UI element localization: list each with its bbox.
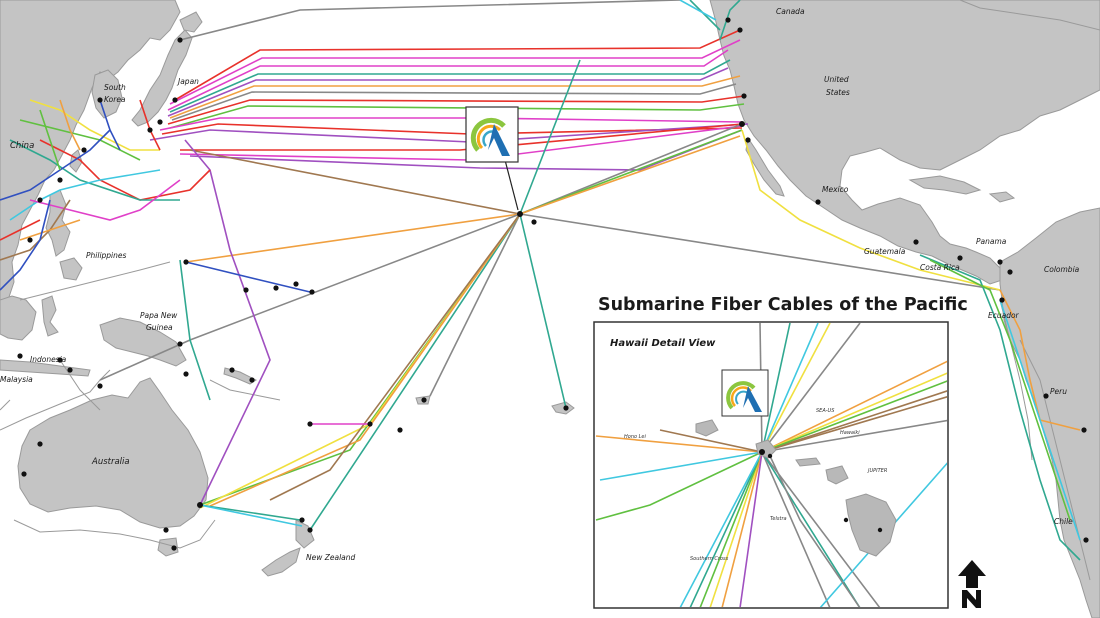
label-canada: Canada <box>776 7 805 16</box>
greenland-edge <box>959 0 1100 31</box>
country-labels: Canada United States Mexico Guatemala Co… <box>0 7 1080 562</box>
label-united: United <box>824 75 849 84</box>
label-japan: Japan <box>176 77 199 86</box>
cuba <box>908 175 982 195</box>
label-papa-new: Papa New <box>140 311 178 320</box>
hawaii-main <box>551 401 575 415</box>
north-america <box>709 0 1100 285</box>
inset-island-molokai <box>795 457 821 467</box>
map-title: Submarine Fiber Cables of the Pacific <box>598 295 968 315</box>
taiwan <box>69 149 83 173</box>
logo-callout <box>465 106 519 211</box>
asia-mainland <box>0 0 181 305</box>
hispaniola <box>988 191 1016 203</box>
label-new-zealand: New Zealand <box>306 553 356 562</box>
label-indonesia: Indonesia <box>30 355 67 364</box>
inset-title: Hawaii Detail View <box>610 338 716 349</box>
landing-stations <box>17 17 1089 551</box>
inset-island-kauai <box>695 419 719 437</box>
philippines <box>45 189 71 257</box>
svg-text:Southern Cross: Southern Cross <box>690 556 729 562</box>
label-chile: Chile <box>1054 517 1073 526</box>
eez-boundaries <box>0 261 1091 581</box>
label-south: South <box>104 83 126 92</box>
label-guinea: Guinea <box>146 323 173 332</box>
new-zealand-south <box>261 547 301 577</box>
label-australia: Australia <box>91 457 130 467</box>
papua-new-guinea <box>99 317 187 367</box>
hawaii-inset: Hono Lei SEA-US Hawaiki JUPITER Southern… <box>593 321 949 609</box>
label-guatemala: Guatemala <box>864 247 906 256</box>
japan <box>131 29 193 127</box>
svg-text:Hono Lei: Hono Lei <box>624 434 646 440</box>
tasmania <box>157 537 179 557</box>
label-colombia: Colombia <box>1044 265 1080 274</box>
label-panama: Panama <box>976 237 1007 246</box>
label-philippines: Philippines <box>86 251 127 260</box>
australia <box>17 377 209 529</box>
label-costa-rica: Costa Rica <box>920 263 960 272</box>
new-zealand-north <box>295 519 315 549</box>
label-peru: Peru <box>1050 387 1067 396</box>
label-ecuador: Ecuador <box>988 311 1020 320</box>
label-states: States <box>826 88 850 97</box>
svg-text:Telstra: Telstra <box>770 516 787 522</box>
svg-text:JUPITER: JUPITER <box>867 468 887 474</box>
label-china: China <box>10 141 34 151</box>
borneo <box>0 295 37 341</box>
label-mexico: Mexico <box>822 185 849 194</box>
hokkaido <box>179 11 203 33</box>
inset-island-maui <box>825 465 849 485</box>
inset-logo-icon <box>726 381 762 412</box>
inset-island-big <box>845 493 897 557</box>
label-malaysia: Malaysia <box>0 375 33 384</box>
korea-peninsula <box>91 69 123 119</box>
svg-text:SEA-US: SEA-US <box>816 408 835 414</box>
label-korea: Korea <box>104 95 126 104</box>
north-arrow-icon <box>958 560 986 608</box>
cables <box>0 0 1081 561</box>
svg-text:Hawaiki: Hawaiki <box>840 430 860 436</box>
mindanao <box>59 257 83 281</box>
logo-icon <box>470 117 510 156</box>
sulawesi <box>41 295 59 337</box>
